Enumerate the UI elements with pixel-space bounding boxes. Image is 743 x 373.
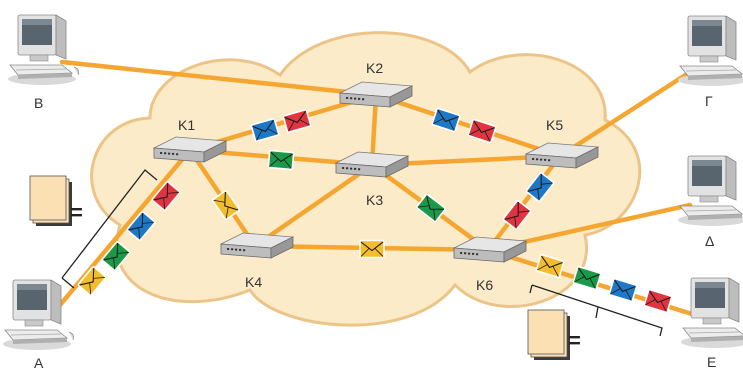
- router-label-k2: K2: [366, 60, 383, 76]
- computer-label-a: A: [34, 355, 44, 371]
- router-label-k4: K4: [245, 274, 262, 290]
- computer-label-d: Δ: [705, 233, 714, 249]
- link-b-k2: [59, 59, 379, 98]
- computer-g: [677, 15, 743, 87]
- bracket-tick-right: [595, 306, 599, 319]
- packet-envelope-blue: [608, 277, 638, 303]
- packet-group-bracket-right: [529, 284, 663, 337]
- router-label-k5: K5: [546, 117, 563, 133]
- computer-label-b: B: [34, 95, 43, 111]
- packet-envelope-green: [267, 149, 295, 171]
- link-k5-g: [557, 69, 693, 159]
- packet-envelope-yellow: [359, 239, 385, 259]
- document-stack-left: [29, 175, 73, 227]
- packet-envelope-green: [572, 265, 602, 291]
- packet-envelope-red: [643, 288, 673, 314]
- document-stack-right: [527, 309, 571, 361]
- link-k3-k4: [252, 162, 375, 249]
- router-label-k1: K1: [178, 117, 195, 133]
- computer-b: [7, 14, 79, 86]
- packet-group-bracket-left: [61, 169, 158, 289]
- router-label-k6: K6: [476, 277, 493, 293]
- computer-label-e: E: [707, 354, 716, 370]
- computer-label-g: Γ: [705, 93, 713, 109]
- equals-sign-right: =: [568, 328, 581, 353]
- computer-a: [2, 279, 74, 351]
- computer-d: [677, 155, 743, 227]
- link-k5-k6: [485, 153, 563, 253]
- link-k2-k5: [373, 92, 563, 159]
- equals-sign-left: =: [70, 200, 83, 225]
- packet-envelope-yellow: [76, 265, 108, 297]
- network-cloud: [90, 31, 642, 327]
- router-label-k3: K3: [366, 192, 383, 208]
